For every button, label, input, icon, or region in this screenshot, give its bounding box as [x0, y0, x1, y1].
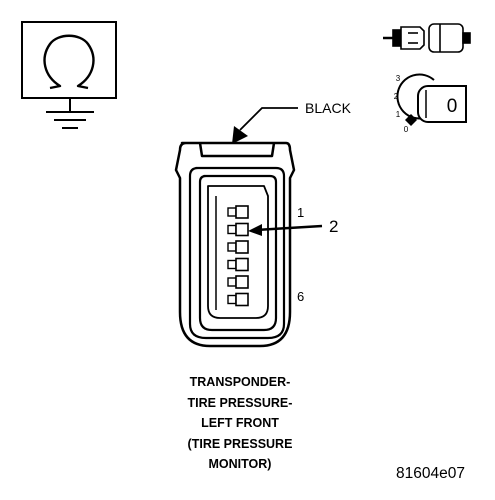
pin-cavity	[227, 257, 249, 272]
pin-cavity	[227, 275, 249, 289]
connector-housing	[174, 141, 296, 348]
connector-color-callout: BLACK	[232, 100, 352, 144]
pin-cavity	[227, 205, 249, 219]
pin-callout-arrow	[248, 224, 323, 236]
pin-number-first: 1	[297, 205, 304, 220]
ignition-switch-icon: 0 3 2 1 0	[394, 73, 467, 134]
ground-icon	[46, 98, 94, 129]
pin-cavities	[227, 205, 249, 307]
ohmmeter-icon	[21, 21, 117, 99]
connector-color-label: BLACK	[305, 100, 352, 116]
ignition-position-2: 2	[394, 92, 399, 101]
caption-line: MONITOR)	[208, 457, 272, 471]
pin-cavity	[227, 292, 249, 307]
pin-cavity	[227, 222, 249, 237]
caption-line: LEFT FRONT	[201, 416, 279, 430]
ignition-position-1: 1	[396, 110, 401, 119]
ignition-position-0: 0	[404, 125, 409, 134]
disconnected-connector-icon	[383, 23, 471, 53]
pin-number-last: 6	[297, 289, 304, 304]
component-caption: TRANSPONDER- TIRE PRESSURE- LEFT FRONT (…	[120, 372, 360, 475]
pin-cavity	[227, 240, 249, 254]
ignition-key-position-label: 0	[447, 96, 458, 117]
pin-callout-number: 2	[329, 217, 338, 236]
ignition-position-3: 3	[396, 74, 401, 83]
caption-line: TRANSPONDER-	[189, 375, 291, 389]
caption-line: TIRE PRESSURE-	[187, 395, 293, 410]
caption-line: (TIRE PRESSURE	[187, 436, 293, 451]
figure-id: 81604e07	[396, 465, 465, 482]
arrow-head-icon	[232, 126, 248, 144]
